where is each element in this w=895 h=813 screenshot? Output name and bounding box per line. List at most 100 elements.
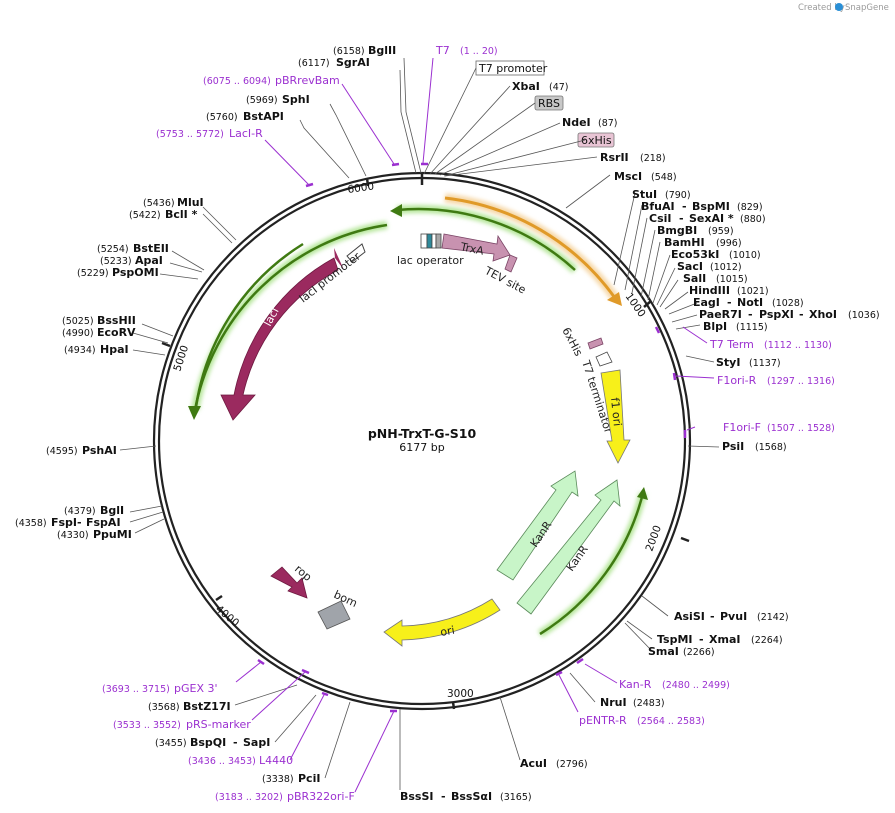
site-name-nrui: NruI xyxy=(600,696,627,709)
site-pos-psii: (1568) xyxy=(755,442,787,453)
site-sep-fspai: - xyxy=(77,516,82,529)
site-pos-pcii: (3338) xyxy=(262,774,294,785)
site-name-sali: SalI xyxy=(683,272,706,285)
site-name-tspmi: TspMI xyxy=(657,633,693,646)
site-name-ecorv: EcoRV xyxy=(97,326,136,339)
brand-name: SnapGene xyxy=(845,3,889,13)
site-name-blpi: BlpI xyxy=(703,320,727,333)
site-name-bcli: BclI * xyxy=(165,208,198,221)
site-pos-eco53ki: (1010) xyxy=(729,250,761,261)
site-name-bstapi: BstAPI xyxy=(243,110,284,123)
ori-label: ori xyxy=(439,624,455,639)
site-pos-pspomi: (5229) xyxy=(77,268,109,279)
primer-range-pgex3: (3693 .. 3715) xyxy=(102,684,170,695)
primer-name-kan-r: Kan-R xyxy=(619,678,652,691)
site-pos-sexai: (880) xyxy=(740,214,766,225)
site-name-acui: AcuI xyxy=(520,757,547,770)
site-name-apai: ApaI xyxy=(135,254,163,267)
tick-3000: 3000 xyxy=(447,688,474,700)
primer-range-l4440: (3436 .. 3453) xyxy=(188,756,256,767)
tick-1000: 1000 xyxy=(623,291,648,320)
site-pos-apai: (5233) xyxy=(100,256,132,267)
site-name-hpai: HpaI xyxy=(100,343,129,356)
kanr-feature-1 xyxy=(496,470,579,581)
tick-5000: 5000 xyxy=(171,344,191,373)
his-tag-label: 6xHis xyxy=(559,325,585,358)
site-pos-bsssi: (3165) xyxy=(500,792,532,803)
site-name-fspi: FspI xyxy=(51,516,77,529)
site-pos-fspi: (4358) xyxy=(15,518,47,529)
site-pos-xbai: (47) xyxy=(549,82,569,93)
primer-leader-lines xyxy=(235,57,715,793)
site-pos-bamhi: (996) xyxy=(716,238,742,249)
primer-name-pbrrevbam: pBRrevBam xyxy=(275,74,340,87)
site-pos-bstz17i: (3568) xyxy=(148,702,180,713)
brand-created-by: Created by xyxy=(798,3,845,13)
site-name-smai: SmaI xyxy=(648,645,679,658)
site-name-bsssi: BssSI xyxy=(400,790,434,803)
site-pos-hindiii: (1021) xyxy=(737,286,769,297)
site-name-bmgbi: BmgBI xyxy=(657,224,697,237)
primer-name-t7-term: T7 Term xyxy=(709,338,754,351)
site-pos-bstapi: (5760) xyxy=(206,112,238,123)
t7-terminator-arrow xyxy=(595,351,613,367)
site-name-paer7i: PaeR7I xyxy=(699,308,742,321)
site-name-pspxi: PspXI xyxy=(759,308,794,321)
site-pos-bsteii: (5254) xyxy=(97,244,129,255)
plasmid-length: 6177 bp xyxy=(399,441,444,454)
site-name-bspmi: BspMI xyxy=(692,200,730,213)
kanr-feature-2 xyxy=(516,479,621,615)
site-name-csii: CsiI xyxy=(649,212,671,225)
site-pos-bmgbi: (959) xyxy=(708,226,734,237)
primer-range-laci-r: (5753 .. 5772) xyxy=(156,129,224,140)
site-name-saci: SacI xyxy=(677,260,703,273)
site-pos-bsshii: (5025) xyxy=(62,316,94,327)
site-pos-mlui: (5436) xyxy=(143,198,175,209)
site-name-pspomi: PspOMI xyxy=(112,266,159,279)
site-pos-bspmi: (829) xyxy=(737,202,763,213)
site-name-eagi: EagI xyxy=(693,296,720,309)
site-pos-sali: (1015) xyxy=(716,274,748,285)
green-arc-lacprom-left xyxy=(188,242,304,420)
site-name-noti: NotI xyxy=(737,296,763,309)
his-box-label: 6xHis xyxy=(581,134,612,147)
site-name-ppumi: PpuMI xyxy=(93,528,132,541)
primer-marks xyxy=(257,162,687,713)
trxa-feature xyxy=(441,233,511,262)
green-arc-left xyxy=(191,221,388,411)
site-pos-bcli: (5422) xyxy=(129,210,161,221)
rop-feature xyxy=(270,566,308,599)
site-name-pvui: PvuI xyxy=(720,610,747,623)
rbs-label: RBS xyxy=(538,97,560,110)
primer-name-t7: T7 xyxy=(435,44,450,57)
rop-label: rop xyxy=(292,562,314,584)
tev-site-feature xyxy=(504,254,518,273)
site-sep-noti: - xyxy=(727,296,732,309)
scale-ticks xyxy=(161,173,690,710)
primer-name-pentr-r: pENTR-R xyxy=(579,714,627,727)
site-pos-rsrii: (218) xyxy=(640,153,666,164)
green-arc-top xyxy=(390,204,578,273)
site-pos-nrui: (2483) xyxy=(633,698,665,709)
lac-operator-label: lac operator xyxy=(397,254,464,267)
site-pos-styi: (1137) xyxy=(749,358,781,369)
t7-promoter-label: T7 promoter xyxy=(478,62,548,75)
primer-range-t7: (1 .. 20) xyxy=(460,46,498,57)
site-name-asisi: AsiSI xyxy=(674,610,705,623)
site-name-bspqi: BspQI xyxy=(190,736,226,749)
snapgene-logo-icon xyxy=(835,3,843,11)
site-name-sapi: SapI xyxy=(243,736,270,749)
site-sep-xmai: - xyxy=(699,633,704,646)
site-name-bfuai: BfuAI xyxy=(641,200,675,213)
site-pos-stui: (790) xyxy=(665,190,691,201)
site-name-rsrii: RsrII xyxy=(600,151,629,164)
site-sep-sapi: - xyxy=(233,736,238,749)
his-box xyxy=(577,132,615,148)
trxa-label: TrxA xyxy=(458,240,485,258)
site-name-xhoi: XhoI xyxy=(809,308,837,321)
site-pos-noti: (1028) xyxy=(772,298,804,309)
tick-6000: 6000 xyxy=(347,180,375,196)
primer-range-f1ori-f: (1507 .. 1528) xyxy=(767,423,835,434)
site-name-bsssai: BssSαI xyxy=(451,790,492,803)
